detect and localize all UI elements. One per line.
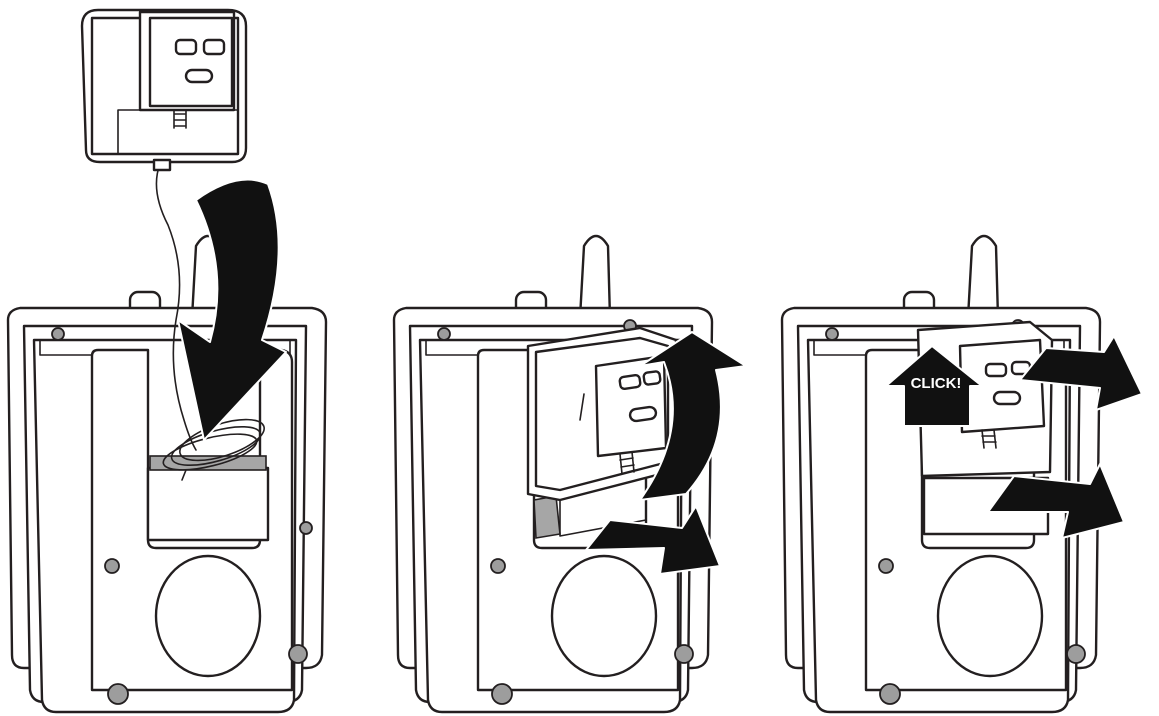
screw — [880, 684, 900, 704]
panel-2-rotate-adapter — [394, 236, 746, 712]
screw — [879, 559, 893, 573]
screw — [300, 522, 312, 534]
screw — [289, 645, 307, 663]
screw — [438, 328, 450, 340]
power-adapter — [82, 10, 246, 170]
screw — [105, 559, 119, 573]
screw — [826, 328, 838, 340]
click-label: CLICK! — [911, 375, 962, 392]
panel-3-click-into-place: CLICK! — [782, 236, 1142, 712]
speaker-grille — [938, 556, 1042, 676]
screw — [492, 684, 512, 704]
screw — [108, 684, 128, 704]
panel-1-insert-adapter — [8, 10, 326, 712]
screw — [491, 559, 505, 573]
screw — [1067, 645, 1085, 663]
screw — [675, 645, 693, 663]
screw — [52, 328, 64, 340]
antenna — [968, 236, 998, 318]
speaker-grille — [552, 556, 656, 676]
device-housing — [8, 308, 326, 712]
antenna — [580, 236, 610, 318]
speaker-grille — [156, 556, 260, 676]
